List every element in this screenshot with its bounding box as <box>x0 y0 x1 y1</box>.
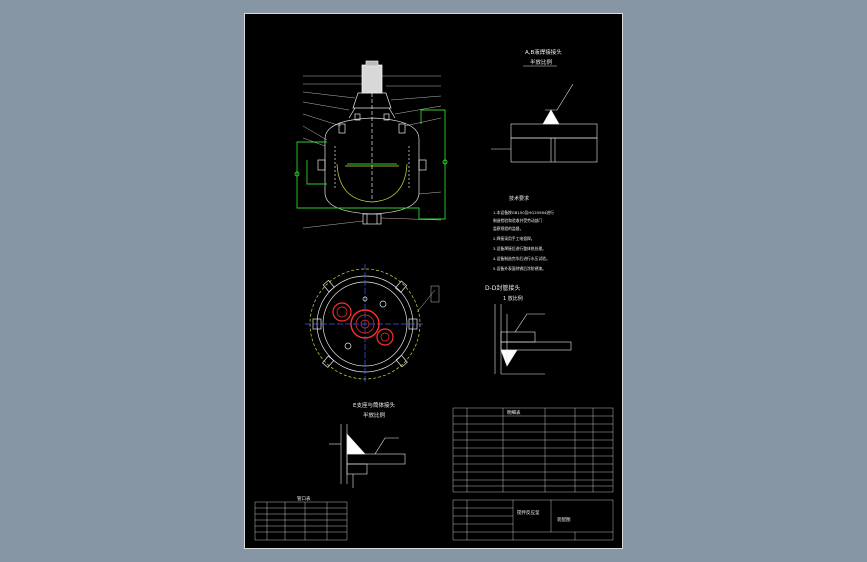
nozzle-table-title: 管口表 <box>297 495 311 502</box>
note-line-5: 3.设备焊接后进行整体热处理。 <box>493 246 546 251</box>
motor-top <box>365 60 379 67</box>
bottom-outlet <box>362 213 382 225</box>
note-line-7: 5.设备外表面除锈后涂防锈漆。 <box>493 266 546 271</box>
detail-c: D-D封管接头 1 放比例 <box>485 284 572 375</box>
detail-c-subtitle: 1 放比例 <box>503 295 523 302</box>
drawing-sheet: A,B液焊接接头 半放比例 技术要求 1.本设备按GB150及HG20584进行… <box>244 13 623 549</box>
agitator-flange <box>350 309 380 339</box>
note-line-3: 监察规程的监督。 <box>493 226 523 231</box>
reactor-front-elevation <box>317 60 427 225</box>
reactor-top-plan <box>305 264 440 384</box>
detail-d-title: E支座与筒体接头 <box>353 401 395 409</box>
note-line-2: 制造检验和验收并受劳动部门 <box>493 218 543 223</box>
detail-a-title: A,B液焊接接头 <box>525 48 562 56</box>
notes-heading: 技术要求 <box>509 195 529 202</box>
title-drawing-name: 搅拌反应釜 <box>517 509 540 516</box>
parts-list-header: 明细表 <box>507 409 521 416</box>
detail-d: E支座与筒体接头 半放比例 <box>329 401 406 488</box>
parts-list <box>452 407 614 493</box>
motor <box>361 64 383 94</box>
detail-a-subtitle: 半放比例 <box>530 58 553 66</box>
note-line-4: 2.焊接采用手工电弧焊。 <box>493 236 535 241</box>
note-line-1: 1.本设备按GB150及HG20584进行 <box>493 210 554 215</box>
jacket-piping <box>294 109 448 220</box>
reducer-frame <box>352 92 392 109</box>
anchor-stirrer <box>336 163 408 203</box>
detail-d-subtitle: 半放比例 <box>363 411 386 419</box>
detail-c-title: D-D封管接头 <box>485 284 520 292</box>
nozzle-table <box>254 501 348 541</box>
manhole <box>332 302 352 322</box>
title-school: 装配图 <box>557 516 571 523</box>
cad-drawing: A,B液焊接接头 半放比例 技术要求 1.本设备按GB150及HG20584进行… <box>254 48 614 541</box>
detail-a: A,B液焊接接头 半放比例 <box>491 48 598 163</box>
feed-nozzle <box>376 328 394 346</box>
technical-notes: 技术要求 1.本设备按GB150及HG20584进行 制造检验和验收并受劳动部门… <box>493 195 554 271</box>
title-block <box>452 499 614 541</box>
leader-lines <box>302 75 442 229</box>
note-line-6: 4.设备制造完毕后进行水压试验。 <box>493 256 550 261</box>
